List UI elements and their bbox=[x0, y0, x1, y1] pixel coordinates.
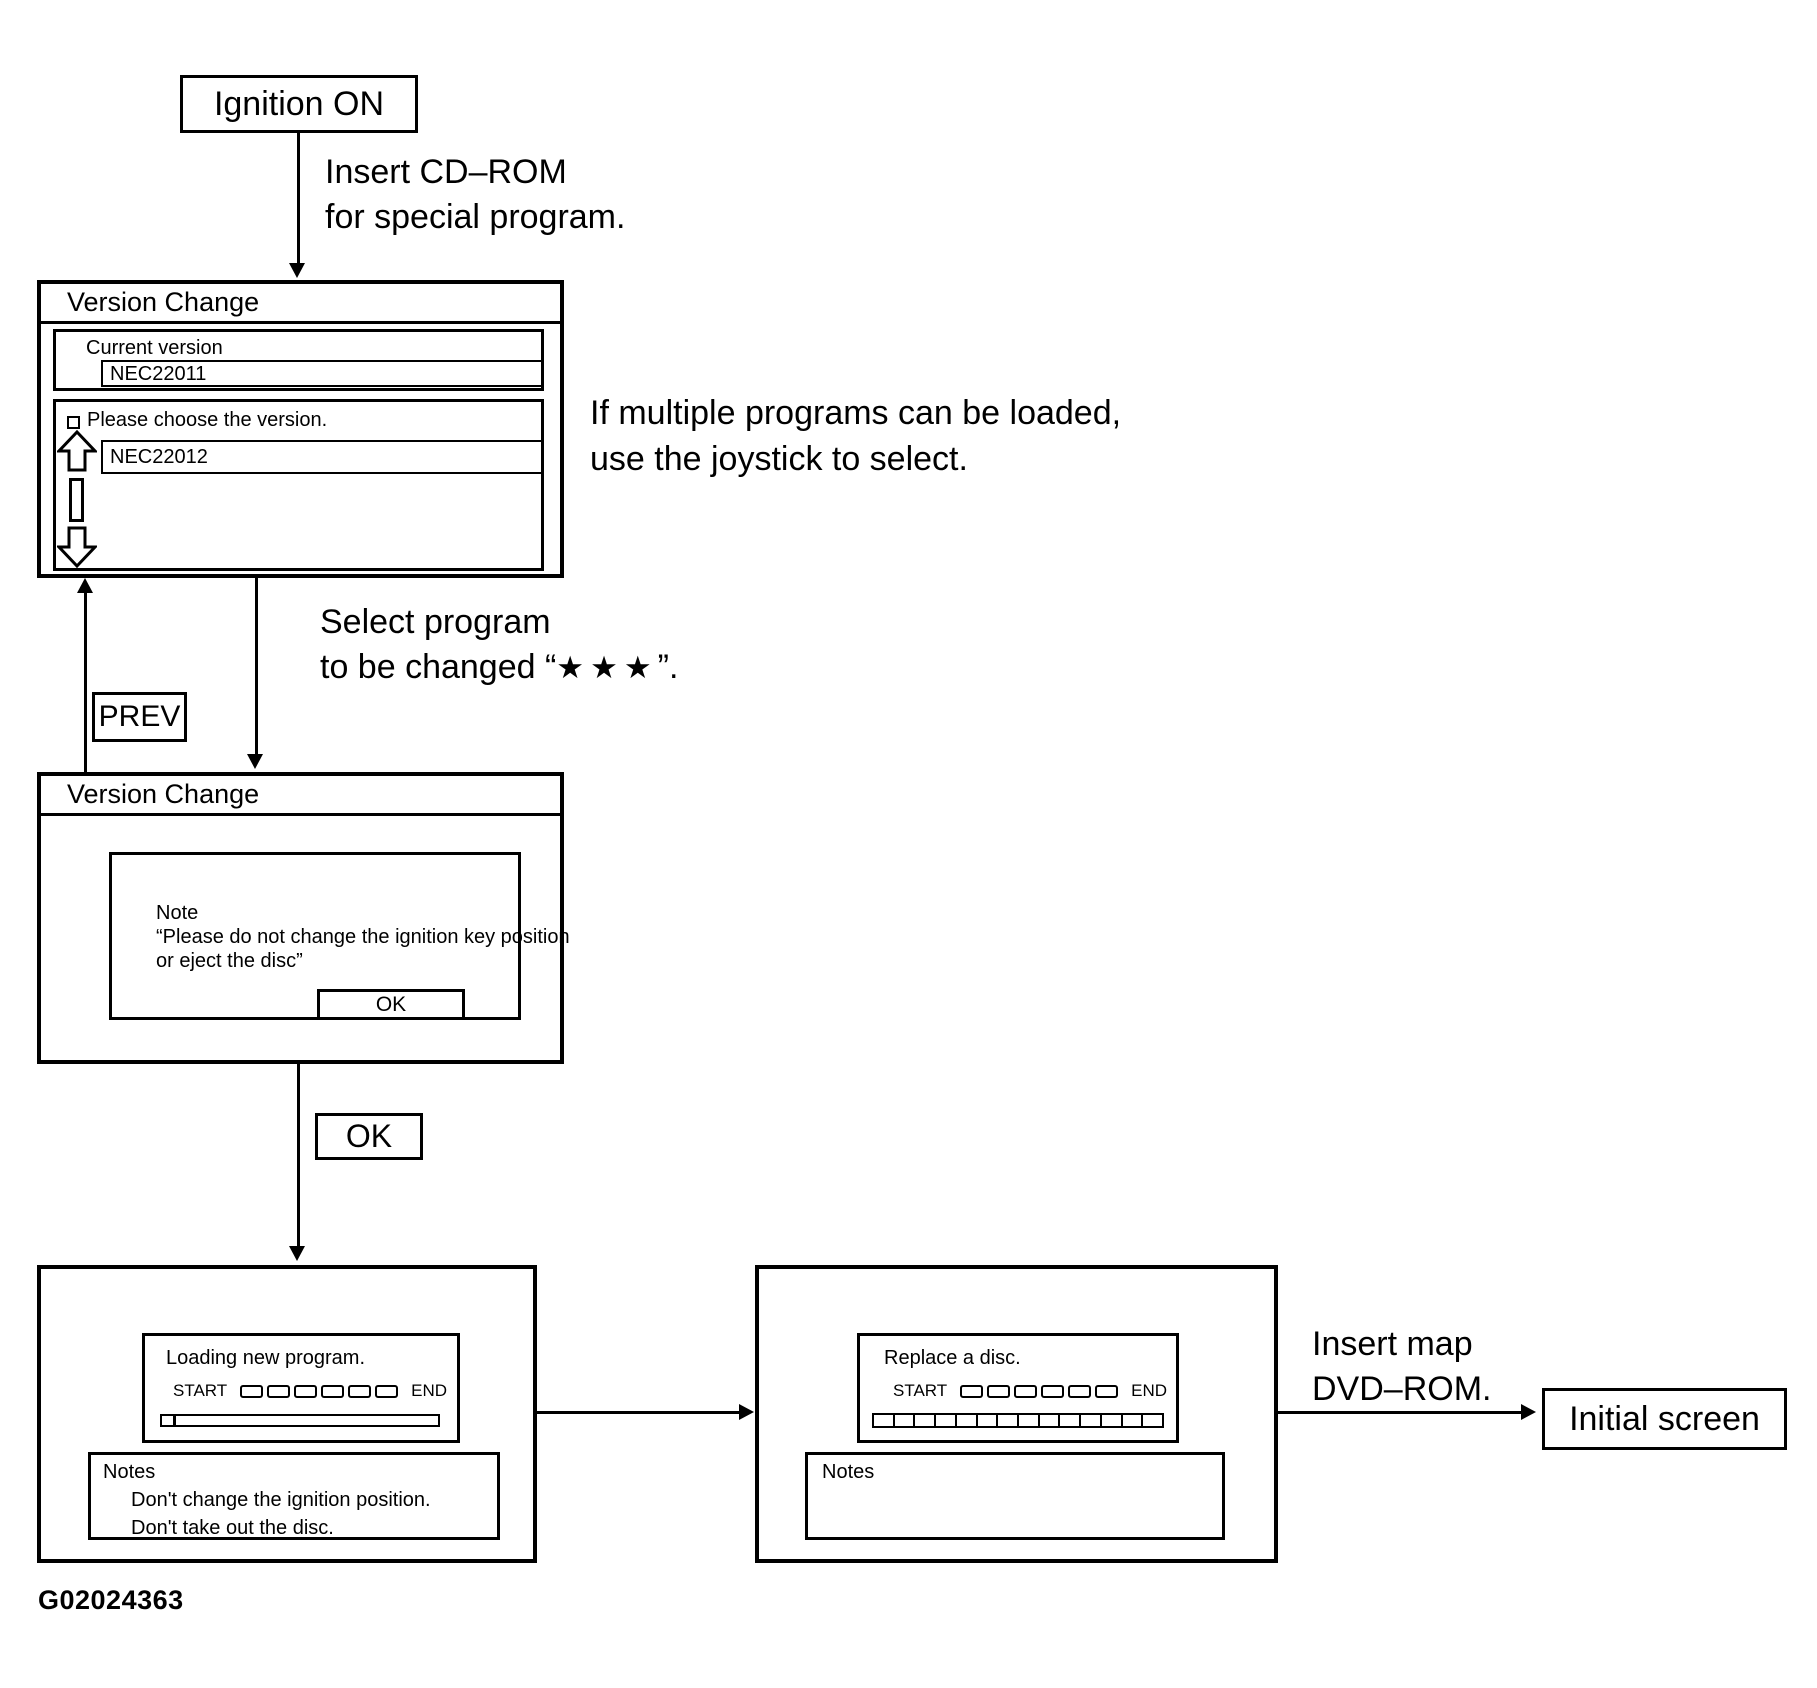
progress-segment-icon bbox=[1081, 1415, 1102, 1426]
connector-line-right-1 bbox=[537, 1411, 741, 1414]
current-version-label: Current version bbox=[86, 337, 223, 359]
progress-start-tick-icon bbox=[173, 1416, 176, 1425]
square-bullet-icon bbox=[67, 416, 80, 429]
ignition-on-node: Ignition ON bbox=[180, 75, 418, 133]
notes-line: Don't take out the disc. bbox=[131, 1517, 334, 1539]
loading-panel: Loading new program. START END bbox=[142, 1333, 460, 1443]
stars-placeholder: ★★★ bbox=[556, 650, 658, 685]
initial-screen-node: Initial screen bbox=[1542, 1388, 1787, 1450]
connector-line-down-3 bbox=[297, 1064, 300, 1248]
scroll-track-icon bbox=[69, 478, 84, 522]
progress-step-box-icon bbox=[1095, 1384, 1119, 1398]
progress-step-box-icon bbox=[960, 1384, 984, 1398]
prev-node: PREV bbox=[92, 692, 187, 742]
loading-progress-row: START END bbox=[173, 1381, 447, 1401]
scroll-up-arrow-icon bbox=[57, 430, 97, 472]
arrowhead-down-icon bbox=[289, 1246, 305, 1261]
note-title: Note bbox=[156, 902, 199, 924]
progress-segment-icon bbox=[936, 1415, 957, 1426]
ok-node: OK bbox=[315, 1113, 423, 1160]
screen2-title: Version Change bbox=[41, 776, 560, 816]
version-change-screen-1: Version Change Current version NEC22011 … bbox=[37, 280, 564, 578]
ignition-on-label: Ignition ON bbox=[213, 84, 385, 123]
progress-segment-icon bbox=[1019, 1415, 1040, 1426]
arrowhead-down-icon bbox=[289, 263, 305, 278]
screen1-title: Version Change bbox=[41, 284, 560, 324]
arrowhead-right-icon bbox=[1521, 1404, 1536, 1420]
replace-progress-bar-full bbox=[872, 1413, 1164, 1428]
figure-id: G02024363 bbox=[38, 1585, 184, 1615]
progress-step-box-icon bbox=[375, 1384, 399, 1398]
progress-segment-icon bbox=[874, 1415, 895, 1426]
ok-label: OK bbox=[345, 1118, 393, 1154]
replace-panel: Replace a disc. START END bbox=[857, 1333, 1179, 1443]
progress-segment-icon bbox=[1143, 1415, 1163, 1426]
progress-step-box-icon bbox=[1014, 1384, 1038, 1398]
choose-version-panel: Please choose the version. NEC22012 bbox=[53, 399, 544, 571]
loading-title: Loading new program. bbox=[166, 1347, 366, 1369]
note-dialog-text: Note “Please do not change the ignition … bbox=[156, 902, 570, 972]
loading-notes-panel: Notes Don't change the ignition position… bbox=[88, 1452, 500, 1540]
connector-line-up bbox=[84, 591, 87, 772]
progress-step-box-icon bbox=[1041, 1384, 1065, 1398]
prev-label: PREV bbox=[98, 700, 181, 733]
progress-step-box-icon bbox=[294, 1384, 318, 1398]
progress-segment-icon bbox=[998, 1415, 1020, 1426]
current-version-panel: Current version NEC22011 bbox=[53, 329, 544, 391]
progress-step-boxes bbox=[960, 1384, 1119, 1398]
joystick-note-label: If multiple programs can be loaded, use … bbox=[590, 394, 1122, 478]
progress-step-boxes bbox=[240, 1384, 399, 1398]
connector-line-right-2 bbox=[1278, 1411, 1523, 1414]
progress-step-box-icon bbox=[267, 1384, 291, 1398]
insert-map-label: Insert map DVD–ROM. bbox=[1312, 1325, 1492, 1408]
progress-segment-icon bbox=[977, 1415, 999, 1426]
progress-step-box-icon bbox=[1068, 1384, 1092, 1398]
notes-line: Don't change the ignition position. bbox=[131, 1489, 431, 1511]
progress-segment-icon bbox=[894, 1415, 916, 1426]
connector-line-down-1 bbox=[297, 133, 300, 265]
loading-screen: Loading new program. START END Notes Don… bbox=[37, 1265, 537, 1563]
progress-step-box-icon bbox=[987, 1384, 1011, 1398]
start-label: START bbox=[893, 1381, 948, 1400]
end-label: END bbox=[1131, 1381, 1168, 1400]
choose-version-label: Please choose the version. bbox=[87, 409, 328, 431]
replace-title: Replace a disc. bbox=[884, 1347, 1021, 1369]
replace-progress-row: START END bbox=[893, 1381, 1167, 1401]
loading-progress-bar bbox=[160, 1414, 440, 1427]
initial-screen-label: Initial screen bbox=[1569, 1399, 1760, 1438]
connector-line-down-2 bbox=[255, 578, 258, 756]
current-version-value: NEC22011 bbox=[110, 362, 207, 385]
replace-disc-screen: Replace a disc. START END Notes bbox=[755, 1265, 1278, 1563]
progress-segment-icon bbox=[1060, 1415, 1082, 1426]
progress-segment-icon bbox=[956, 1415, 978, 1426]
start-label: START bbox=[173, 1381, 228, 1400]
arrowhead-right-icon bbox=[739, 1404, 754, 1420]
choose-version-value: NEC22012 bbox=[110, 446, 208, 468]
notes-title: Notes bbox=[103, 1461, 156, 1483]
progress-segment-icon bbox=[1101, 1415, 1123, 1426]
progress-step-box-icon bbox=[240, 1384, 264, 1398]
progress-step-box-icon bbox=[321, 1384, 345, 1398]
progress-segment-icon bbox=[1039, 1415, 1061, 1426]
arrowhead-up-icon bbox=[77, 578, 93, 593]
end-label: END bbox=[411, 1381, 448, 1400]
note-dialog: Note “Please do not change the ignition … bbox=[109, 852, 570, 1020]
version-change-screen-2: Version Change Note “Please do not chang… bbox=[37, 772, 570, 1064]
scroll-down-arrow-icon bbox=[57, 526, 97, 568]
dialog-ok-button: OK bbox=[317, 989, 465, 1020]
replace-notes-panel: Notes bbox=[805, 1452, 1225, 1540]
choose-version-field: NEC22012 bbox=[101, 440, 543, 474]
progress-segment-icon bbox=[1122, 1415, 1144, 1426]
notes-title: Notes bbox=[822, 1461, 875, 1483]
arrowhead-down-icon bbox=[247, 754, 263, 769]
insert-cdrom-label: Insert CD–ROM for special program. bbox=[325, 153, 626, 236]
progress-segment-icon bbox=[915, 1415, 937, 1426]
current-version-field: NEC22011 bbox=[101, 360, 543, 387]
progress-step-box-icon bbox=[348, 1384, 372, 1398]
select-program-label: Select program to be changed “★★★”. bbox=[320, 603, 679, 686]
